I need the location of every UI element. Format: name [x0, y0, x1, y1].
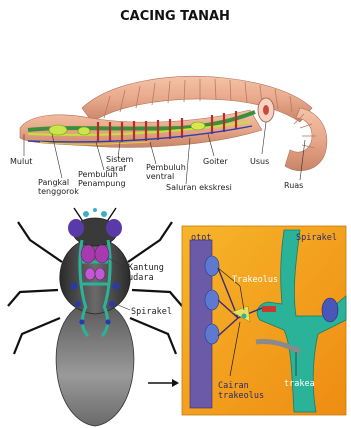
label-trakea: trakea [284, 379, 315, 389]
label-goiter: Goiter [203, 157, 228, 166]
label-pangkal-tenggorok-1: Pangkal [38, 178, 69, 187]
worm-tail [285, 108, 327, 171]
trachea-detail-inset: otot Spirakel Trakeolus trakea Cairan tr… [182, 226, 346, 415]
worm-body-back [82, 76, 312, 122]
label-sistem-saraf-2: saraf [106, 164, 126, 173]
detail-spiracle [322, 298, 338, 322]
usus-section [263, 105, 269, 115]
diagram-title: CACING TANAH [120, 9, 230, 24]
insect-eye-right [106, 219, 122, 237]
earthworm: Mulut Pangkal tenggorok Pembuluh Penampu… [10, 76, 327, 196]
label-pembuluh-ventral-1: Pembuluh [146, 163, 186, 172]
label-ruas: Ruas [284, 181, 303, 190]
label-spirakel-detail: Spirakel [296, 233, 337, 243]
label-pembuluh-ventral-2: ventral [146, 172, 174, 181]
label-spirakel-insect: Spirakel [131, 307, 172, 317]
label-sistem-saraf-1: Sistem [106, 155, 134, 164]
label-trakeolus: Trakeolus [232, 275, 278, 285]
label-kantung-udara-2: udara [128, 273, 154, 283]
insect: Kantung udara Spirakel [8, 208, 182, 426]
label-mulut: Mulut [10, 157, 32, 166]
label-pembuluh-penampung-2: Penampung [78, 179, 126, 188]
label-otot: otot [191, 233, 211, 243]
label-cairan-trakeolus-1: Cairan [218, 381, 249, 391]
insect-eye-left [68, 219, 84, 237]
zoom-arrow [148, 379, 179, 387]
label-pangkal-tenggorok-2: tenggorok [38, 187, 79, 196]
insect-abdomen [56, 300, 134, 426]
label-kantung-udara-1: Kantung [128, 263, 164, 273]
label-saluran-ekskresi: Saluran ekskresi [166, 183, 232, 192]
label-usus: Usus [250, 157, 269, 166]
muscle-cells [205, 256, 219, 344]
label-cairan-trakeolus-2: trakeolus [218, 391, 264, 401]
